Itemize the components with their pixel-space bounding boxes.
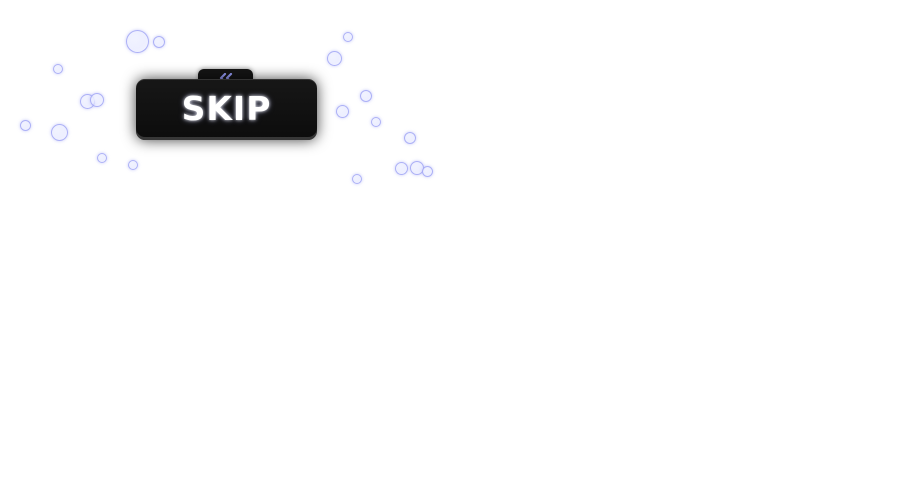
bubble-particle bbox=[404, 132, 416, 144]
bubble-particle bbox=[51, 124, 68, 141]
bubble-particle bbox=[90, 93, 104, 107]
bubble-particle bbox=[395, 162, 408, 175]
skip-button-label: SKIP bbox=[181, 89, 272, 128]
bubble-particle bbox=[371, 117, 381, 127]
skip-control: SKIP bbox=[136, 69, 317, 140]
bubble-particle bbox=[360, 90, 372, 102]
bubble-particle bbox=[97, 153, 107, 163]
bubble-particle bbox=[128, 160, 138, 170]
skip-button[interactable]: SKIP bbox=[136, 79, 317, 140]
bubble-particle bbox=[20, 120, 31, 131]
bubble-particle bbox=[126, 30, 149, 53]
bubble-particle bbox=[343, 32, 353, 42]
bubble-particle bbox=[53, 64, 63, 74]
bubble-particle bbox=[327, 51, 342, 66]
bubble-particle bbox=[352, 174, 362, 184]
bubble-particle bbox=[422, 166, 433, 177]
bubble-particle bbox=[153, 36, 165, 48]
bubble-particle bbox=[336, 105, 349, 118]
